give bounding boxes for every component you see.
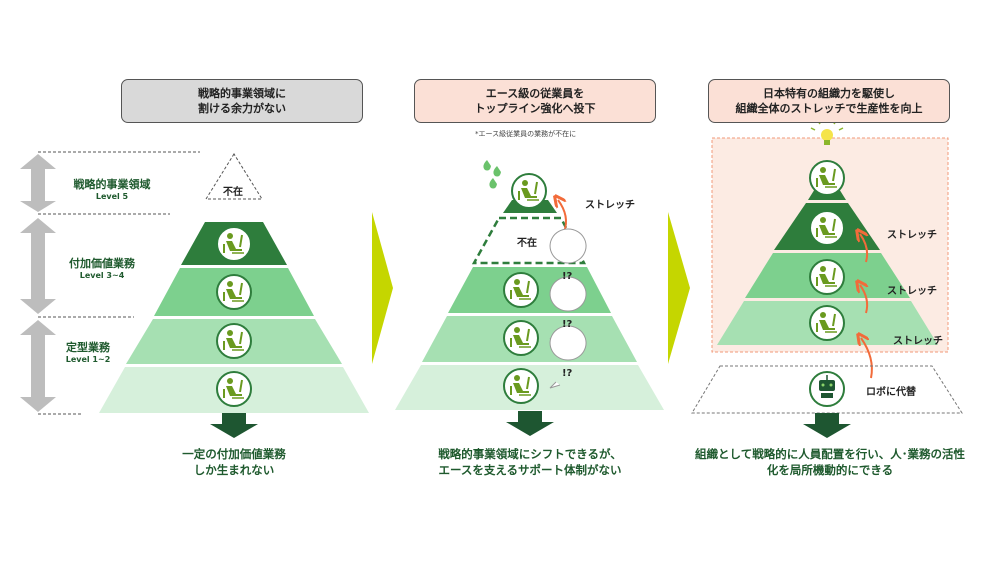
level-number: Level 3~4	[79, 271, 125, 280]
robot-label: ロボに代替	[866, 387, 916, 398]
level-1-2-label: 定型業務 Level 1~2	[38, 339, 138, 364]
level-5-label: 戦略的事業領域 Level 5	[62, 176, 162, 201]
caption-line: 一定の付加価値業務	[182, 447, 286, 461]
header-line: エース級の従業員を	[485, 87, 585, 100]
caption-organization: 組織として戦略的に人員配置を行い、人･業務の活性 化を局所機動的にできる	[680, 446, 980, 478]
level-name: 付加価値業務	[69, 257, 135, 270]
caption-ace: 戦略的事業領域にシフトできるが、 エースを支えるサポート体制がない	[405, 446, 655, 478]
level-double-arrows	[20, 154, 56, 412]
caption-line: エースを支えるサポート体制がない	[438, 463, 622, 477]
robot-tier	[691, 365, 963, 414]
stretch-label: ストレッチ	[887, 286, 937, 297]
stretch-label: ストレッチ	[585, 200, 635, 211]
absent-tier	[471, 216, 587, 265]
bubble-text: !?	[562, 319, 573, 330]
stretch-arrows	[860, 234, 873, 379]
level-name: 戦略的事業領域	[73, 178, 151, 191]
header-current: 戦略的事業領域に 割ける余力がない	[121, 79, 363, 123]
level-dividers	[38, 151, 200, 415]
sweat-drops-icon	[483, 160, 501, 189]
down-arrow	[803, 413, 851, 438]
header-line: トップライン強化へ投下	[474, 102, 596, 115]
down-arrow	[506, 411, 554, 436]
caption-current: 一定の付加価値業務 しか生まれない	[134, 446, 334, 478]
chevron-1	[372, 212, 393, 364]
bubble-text: !?	[562, 368, 573, 379]
level-3-4-label: 付加価値業務 Level 3~4	[52, 255, 152, 280]
stretch-label: ストレッチ	[887, 230, 937, 241]
stretch-arrow	[558, 200, 567, 233]
caption-line: 組織として戦略的に人員配置を行い、人･業務の活性	[695, 447, 965, 461]
caption-line: しか生まれない	[193, 463, 275, 477]
header-organization: 日本特有の組織力を駆使し 組織全体のストレッチで生産性を向上	[708, 79, 950, 123]
pyramid-current	[99, 153, 369, 438]
level-number: Level 5	[95, 192, 129, 201]
down-arrow	[210, 413, 258, 438]
header-line: 戦略的事業領域に	[198, 87, 286, 100]
caption-line: 戦略的事業領域にシフトできるが、	[438, 447, 622, 461]
header-line: 日本特有の組織力を駆使し	[763, 87, 895, 100]
header-ace: エース級の従業員を トップライン強化へ投下	[414, 79, 656, 123]
caption-line: 化を局所機動的にできる	[766, 463, 894, 477]
stretch-label: ストレッチ	[893, 336, 943, 347]
level-number: Level 1~2	[65, 355, 111, 364]
header-line: 割ける余力がない	[198, 102, 286, 115]
footnote: *エース級従業員の業務が不在に	[475, 130, 577, 138]
chevron-2	[668, 212, 690, 364]
header-line: 組織全体のストレッチで生産性を向上	[735, 102, 923, 115]
speech-bubbles	[549, 228, 587, 389]
bubble-text: !?	[562, 271, 573, 282]
absent-label: 不在	[223, 187, 243, 198]
robot-icon	[809, 371, 845, 407]
absent-top-tier	[205, 153, 263, 200]
pyramid-organization	[691, 119, 963, 438]
absent-label: 不在	[517, 238, 537, 249]
level-name: 定型業務	[66, 341, 110, 354]
pyramid-ace	[395, 160, 664, 436]
